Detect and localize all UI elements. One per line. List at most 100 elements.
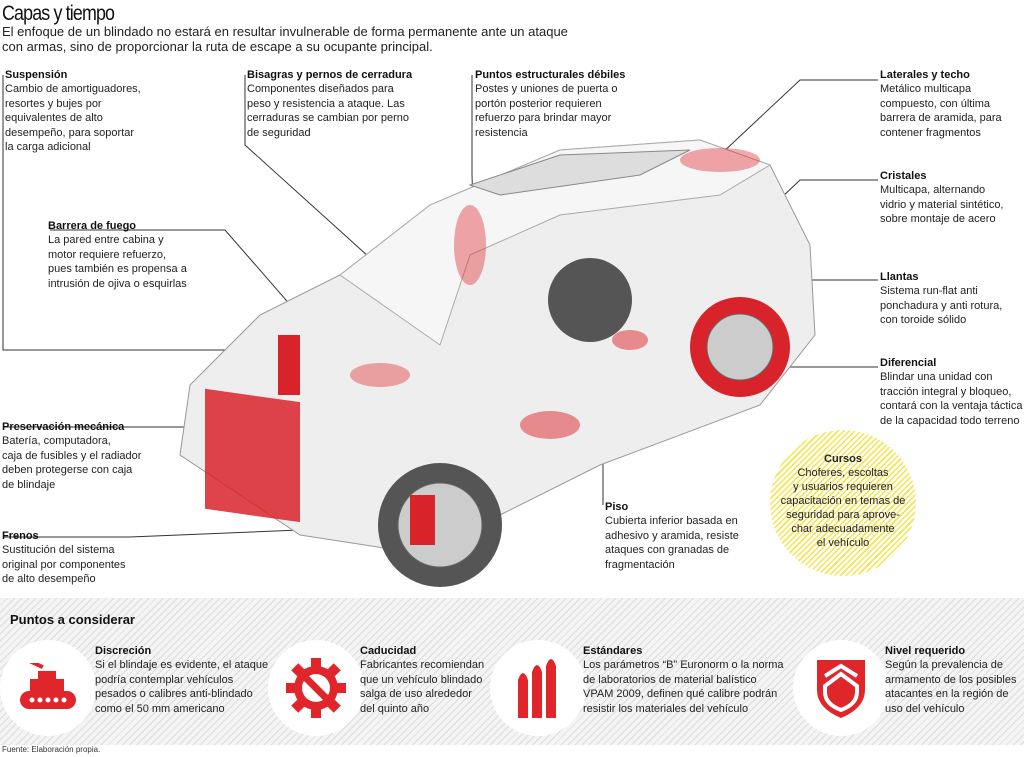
text-line: pues también es propensa a (48, 263, 187, 276)
text-line: el vehículo (816, 537, 870, 549)
subtitle-line: con armas, sino de proporcionar la ruta … (2, 39, 433, 54)
text-line: Postes y uniones de puerta o (475, 83, 618, 96)
text-line: la carga adicional (5, 141, 91, 154)
text-line: Fabricantes recomiendan (360, 659, 485, 672)
tank-icon (0, 640, 96, 736)
text-line: intrusión de ojiva o esquirlas (48, 277, 187, 290)
text-line: Blindar una unidad con (880, 371, 993, 384)
text-line: salga de uso alrededor (360, 688, 472, 701)
text-line: Estándares (583, 645, 643, 657)
text-line: Metálico multicapa (880, 83, 972, 96)
text-line: armamento de los posibles (885, 673, 1017, 686)
text-line: resistencia (475, 126, 528, 139)
text-line: cerraduras se cambian por perno (247, 112, 410, 125)
text-line: de la capacidad todo terreno (880, 414, 1020, 427)
text-line: La pared entre cabina y (48, 234, 164, 247)
text-line: vidrio y material sintético, (880, 198, 1004, 211)
text-line: tracción integral y bloqueo, (880, 385, 1012, 398)
text-line: Los parámetros “B” Euronorm o la norma (583, 659, 784, 672)
bullets-icon (490, 640, 586, 736)
text-line: Diferencial (880, 357, 937, 369)
points-title: Puntos a considerar (10, 612, 135, 627)
text-line: compuesto, con última (880, 97, 991, 110)
text-line: motor requiere refuerzo, (48, 248, 166, 261)
text-line: caja de fusibles y el radiador (2, 449, 142, 462)
text-line: portón posterior requieren (475, 97, 602, 110)
text-line: como el 50 mm americano (95, 702, 225, 715)
text-line: resistir los materiales del vehículo (583, 702, 749, 715)
text-line: y usuarios requieren (793, 481, 893, 493)
text-line: contará con la ventaja táctica (880, 400, 1023, 413)
text-line: contener fragmentos (880, 126, 981, 139)
text-line: fragmentación (605, 558, 675, 571)
text-line: Multicapa, alternando (880, 184, 986, 197)
text-line: sobre montaje de acero (880, 213, 996, 226)
page-title: Capas y tiempo (2, 2, 115, 25)
text-line: Bisagras y pernos de cerradura (247, 69, 413, 81)
text-line: Batería, computadora, (2, 435, 111, 448)
text-line: refuerzo para brindar mayor (475, 112, 612, 125)
text-line: Puntos estructurales débiles (475, 69, 626, 81)
text-line: Sustitución del sistema (2, 544, 115, 557)
text-line: capacitación en temas de (780, 495, 906, 507)
text-line: Caducidad (360, 645, 417, 657)
text-line: Piso (605, 501, 629, 513)
text-line: desempeño, para soportar (5, 126, 135, 139)
text-line: barrera de aramida, para (880, 112, 1002, 125)
text-line: Llantas (880, 271, 919, 283)
text-line: de blindaje (2, 478, 56, 491)
text-line: de alto desempeño (2, 573, 96, 586)
subtitle-line: El enfoque de un blindado no estará en r… (2, 24, 568, 39)
text-line: Cursos (824, 453, 862, 465)
text-line: de laboratorios de material balístico (583, 673, 757, 686)
text-line: atacantes en la región de (885, 688, 1009, 701)
text-line: Nivel requerido (885, 645, 966, 657)
gear-wrench-icon (268, 640, 364, 736)
text-line: Si el blindaje es evidente, el ataque (95, 659, 269, 672)
text-line: ponchadura y anti rotura, (880, 299, 1003, 312)
text-line: Según la prevalencia de (885, 659, 1004, 672)
source-note: Fuente: Elaboración propia. (2, 745, 101, 754)
text-line: del quinto año (360, 702, 430, 715)
text-line: pesados o calibres anti-blindado (95, 688, 253, 701)
car-illustration (2, 75, 878, 587)
text-line: seguridad para aprove- (786, 509, 900, 521)
text-line: deben protegerse con caja (2, 464, 133, 477)
text-line: Barrera de fuego (48, 220, 137, 232)
text-line: peso y resistencia a ataque. Las (247, 97, 405, 110)
text-line: resortes y bujes por (5, 97, 102, 110)
text-line: Cristales (880, 170, 927, 182)
text-line: ataques con granadas de (605, 544, 730, 557)
text-line: Suspensión (5, 69, 68, 81)
text-line: Discreción (95, 645, 152, 657)
text-line: Laterales y techo (880, 69, 970, 81)
text-line: original por componentes (2, 558, 126, 571)
text-line: con toroide sólido (880, 314, 967, 327)
text-line: Cubierta inferior basada en (605, 515, 738, 528)
text-line: Componentes diseñados para (247, 83, 394, 96)
text-line: Choferes, escoltas (797, 467, 889, 479)
point-discrecion: Discreción Si el blindaje es evidente, el… (95, 644, 268, 716)
text-line: Sistema run-flat anti (880, 285, 978, 298)
text-line: Cambio de amortiguadores, (5, 83, 141, 96)
text-line: adhesivo y aramida, resiste (605, 529, 739, 542)
shield-icon (793, 640, 889, 736)
text-line: uso del vehículo (885, 702, 965, 715)
text-line: de seguridad (247, 126, 311, 139)
text-line: Preservación mecánica (2, 421, 125, 433)
text-line: VPAM 2009, definen qué calibre podrán (583, 688, 778, 701)
